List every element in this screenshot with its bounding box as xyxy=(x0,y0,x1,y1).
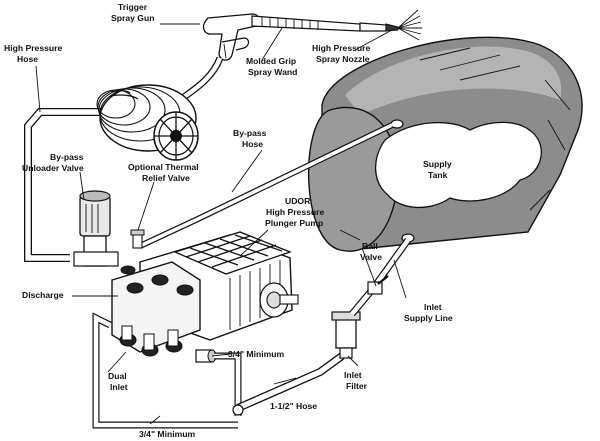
molded-grip-spray-wand xyxy=(251,15,387,32)
label-hose-112: 1-1/2" Hose xyxy=(270,401,317,411)
bypass-hose xyxy=(138,122,394,249)
label-supply: Supply xyxy=(423,159,452,169)
label-ball: Ball xyxy=(362,241,378,251)
hose-reel xyxy=(96,84,199,161)
label-thermal-relief-1: Optional Thermal xyxy=(128,162,199,172)
label-dual: Dual xyxy=(108,371,127,381)
trigger-spray-gun xyxy=(202,13,261,61)
label-inlet: Inlet xyxy=(110,382,128,392)
label-high-pressure-hose-1: High Pressure xyxy=(4,43,62,53)
label-spray-wand: Spray Wand xyxy=(248,67,297,77)
label-inlet-supply-1: Inlet xyxy=(424,302,442,312)
label-bypass-unloader-2: Unloader Valve xyxy=(22,163,84,173)
ball-valve xyxy=(367,275,389,295)
label-spray-gun: Spray Gun xyxy=(111,13,154,23)
inlet-filter xyxy=(331,311,361,359)
label-high-pressure-pump: High Pressure xyxy=(266,207,324,217)
label-bypass-hose-2: Hose xyxy=(242,139,263,149)
labels: Trigger Spray Gun High Pressure Hose Mol… xyxy=(4,2,453,439)
label-plunger-pump: Plunger Pump xyxy=(265,218,323,228)
label-spray-nozzle-1: High Pressure xyxy=(312,43,370,53)
label-molded-grip: Molded Grip xyxy=(246,56,296,66)
high-pressure-spray-nozzle xyxy=(385,9,422,41)
bypass-unloader-valve xyxy=(73,190,119,267)
label-discharge: Discharge xyxy=(22,290,64,300)
label-valve: Valve xyxy=(360,252,382,262)
inlet-plumbing xyxy=(92,312,345,429)
label-inlet-filter-1: Inlet xyxy=(344,370,362,380)
udor-plunger-pump xyxy=(111,231,299,363)
label-min-34-lower: 3/4" Minimum xyxy=(139,429,195,439)
leader-lines xyxy=(35,23,407,425)
label-bypass-unloader-1: By-pass xyxy=(50,152,84,162)
label-udor: UDOR xyxy=(285,196,311,206)
label-min-34-upper: 3/4" Minimum xyxy=(228,349,284,359)
label-inlet-filter-2: Filter xyxy=(346,381,368,391)
label-inlet-supply-2: Supply Line xyxy=(404,313,453,323)
supply-tank xyxy=(308,36,583,252)
label-bypass-hose-1: By-pass xyxy=(233,128,267,138)
optional-thermal-relief-valve xyxy=(130,229,145,249)
label-trigger: Trigger xyxy=(118,2,148,12)
label-spray-nozzle-2: Spray Nozzle xyxy=(316,54,370,64)
label-tank: Tank xyxy=(428,170,448,180)
label-high-pressure-hose-2: Hose xyxy=(17,54,38,64)
label-thermal-relief-2: Relief Valve xyxy=(142,173,190,183)
high-pressure-hose xyxy=(24,56,224,262)
